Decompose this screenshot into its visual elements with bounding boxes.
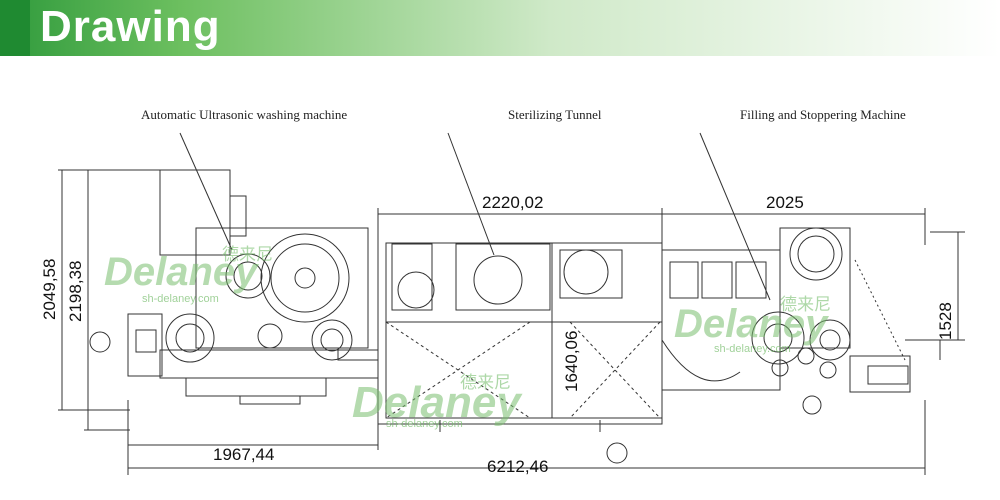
dim-filling-length: 2025 [766,193,804,212]
watermark-chinese: 德来尼 [222,245,273,265]
label-sterilizing-tunnel: Sterilizing Tunnel [508,107,602,122]
header-bar: Drawing [0,0,1000,56]
dim-washer-length: 1967,44 [213,445,275,464]
page-title: Drawing [40,2,221,51]
header-accent-stripe [0,0,30,56]
label-filling-machine: Filling and Stoppering Machine [740,107,906,122]
watermark-chinese: 德来尼 [780,295,831,315]
dim-tunnel-width: 1640,06 [562,330,581,392]
watermark-chinese: 德来尼 [460,373,511,393]
dim-total-length: 6212,46 [487,457,549,476]
filling-star-wheel [751,311,805,365]
dim-filling-height: 1528 [936,302,955,340]
watermark-brand: Delaney [352,378,521,427]
operator-symbol [89,331,111,353]
filling-turntable [789,227,843,281]
operator-symbol [606,442,628,464]
watermark-site: sh-delaney.com [142,293,219,305]
label-washing-machine: Automatic Ultrasonic washing machine [141,107,348,122]
washer-body [195,227,369,349]
dim-tunnel-length: 2220,02 [482,193,544,212]
operator-symbol [802,395,822,415]
washer-main-wheel [260,233,350,323]
watermark-site: sh-delaney.com [386,418,463,430]
leader-tunnel [447,132,495,256]
washer-inlet-wheel [165,313,215,363]
watermark-brand: Delaney [104,250,258,294]
watermark-site: sh-delaney.com [714,343,791,355]
watermark-brand: Delaney [674,302,828,346]
washer-hopper [159,169,231,256]
dim-height-inner: 2198,38 [66,260,85,322]
leader-filling [699,132,771,301]
dim-height-outer: 2049,58 [40,258,59,320]
leader-washing [179,132,233,251]
